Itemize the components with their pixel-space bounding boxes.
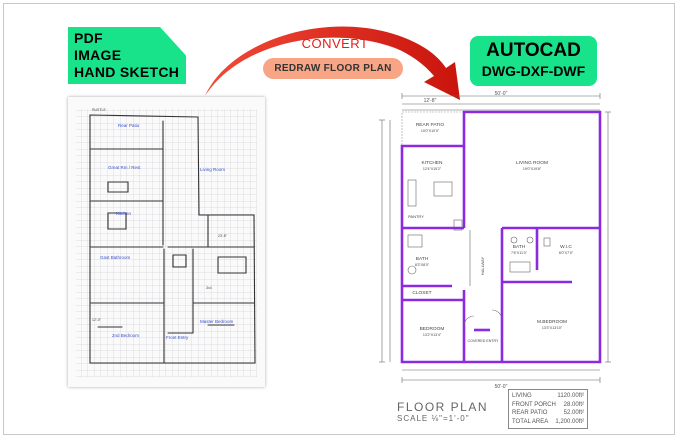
sketch-label-living-room: Living Room	[200, 167, 225, 172]
sketch-label-bathroom: Gast Bathroom	[100, 255, 131, 260]
area-row: REAR PATIO 52.00ft²	[512, 409, 584, 418]
target-badge-line-2: DWG-DXF-DWF	[481, 63, 586, 79]
hand-sketch-image: Rear Patio Great Rm / Rest Living Room K…	[68, 97, 265, 387]
dim-top-left: 12'-8"	[424, 98, 437, 104]
area-value: 1120.00ft²	[557, 393, 584, 399]
svg-text:12'-0": 12'-0"	[92, 318, 102, 322]
room-closet: CLOSET	[412, 290, 431, 296]
room-wic-size: 6'0"X7'0"	[559, 251, 574, 255]
target-badge-line-1: AUTOCAD	[486, 40, 581, 61]
dim-bottom-total: 50'-0"	[495, 384, 508, 390]
redraw-pill: REDRAW FLOOR PLAN	[263, 58, 403, 79]
area-label: REAR PATIO	[512, 410, 548, 416]
room-living: LIVING ROOM	[516, 160, 548, 166]
svg-text:3x4: 3x4	[206, 286, 212, 290]
source-badge-line-2: IMAGE	[74, 47, 122, 63]
sketch-label-2nd-bedroom: 2nd Bedroom	[112, 333, 139, 338]
room-kitchen: KITCHEN	[421, 160, 443, 166]
source-badge: PDF IMAGE HAND SKETCH	[68, 27, 186, 84]
convert-label: CONVERT	[301, 36, 369, 51]
room-master-bedroom-size: 13'3"X13'10"	[542, 326, 563, 330]
room-hallway: HALLWAY	[480, 256, 485, 275]
room-living-size: 19'0"X19'8"	[523, 167, 542, 171]
area-value: 28.00ft²	[563, 401, 584, 408]
plan-scale: SCALE ⅛"=1'-0"	[397, 414, 470, 423]
area-value: 1,200.00ft²	[555, 418, 584, 425]
area-row: FRONT PORCH 28.00ft²	[512, 401, 584, 410]
svg-text:23'-8": 23'-8"	[218, 234, 228, 238]
svg-text:RUSTLE: RUSTLE	[92, 108, 106, 112]
dim-top-total: 50'-0"	[495, 91, 508, 97]
area-summary-table: LIVING 1120.00ft² FRONT PORCH 28.00ft² R…	[508, 389, 588, 429]
area-label: LIVING	[512, 393, 532, 399]
area-row: LIVING 1120.00ft²	[512, 392, 584, 401]
sketch-label-great-room: Great Rm / Rest	[108, 165, 141, 170]
area-row: TOTAL AREA 1,200.00ft²	[512, 418, 584, 427]
room-bath-1-size: 8'3"X8'0"	[415, 263, 430, 267]
room-bedroom: BEDROOM	[420, 326, 445, 332]
room-rear-patio-size: 10'0"X10'0"	[421, 129, 440, 133]
sketch-drawing: Rear Patio Great Rm / Rest Living Room K…	[76, 108, 257, 377]
area-value: 52.00ft²	[563, 410, 584, 416]
room-bath-1: BATH	[416, 256, 429, 262]
cad-floor-plan: 50'-0" 12'-8" 50'-0" REAR PATIO 10'0"X10…	[379, 91, 611, 390]
sketch-label-rear-patio: Rear Patio	[118, 123, 140, 128]
sketch-label-master-bedroom: Master Bedroom	[200, 319, 234, 324]
source-badge-line-3: HAND SKETCH	[74, 64, 180, 80]
target-badge: AUTOCAD DWG-DXF-DWF	[470, 36, 597, 86]
room-pantry: PANTRY	[408, 214, 424, 219]
sketch-label-kitchen: Kitchen	[116, 211, 132, 216]
area-label: TOTAL AREA	[512, 418, 549, 425]
room-bath-2: BATH	[513, 244, 526, 250]
plan-title: FLOOR PLAN	[397, 400, 489, 414]
arrow-body	[205, 26, 460, 100]
room-master-bedroom: M.BEDROOM	[537, 319, 567, 325]
room-bedroom-size: 13'2"X13'4"	[423, 333, 442, 337]
area-label: FRONT PORCH	[512, 401, 556, 408]
room-covered-entry: COVERED ENTRY	[468, 339, 499, 343]
source-badge-line-1: PDF	[74, 30, 103, 46]
room-bath-2-size: 7'6"X11'0"	[511, 251, 528, 255]
room-wic: W.I.C	[560, 244, 572, 250]
room-rear-patio: REAR PATIO	[416, 122, 445, 128]
sketch-label-front-entry: Front Entry	[166, 335, 189, 340]
room-kitchen-size: 12'4"X15'2"	[423, 167, 442, 171]
